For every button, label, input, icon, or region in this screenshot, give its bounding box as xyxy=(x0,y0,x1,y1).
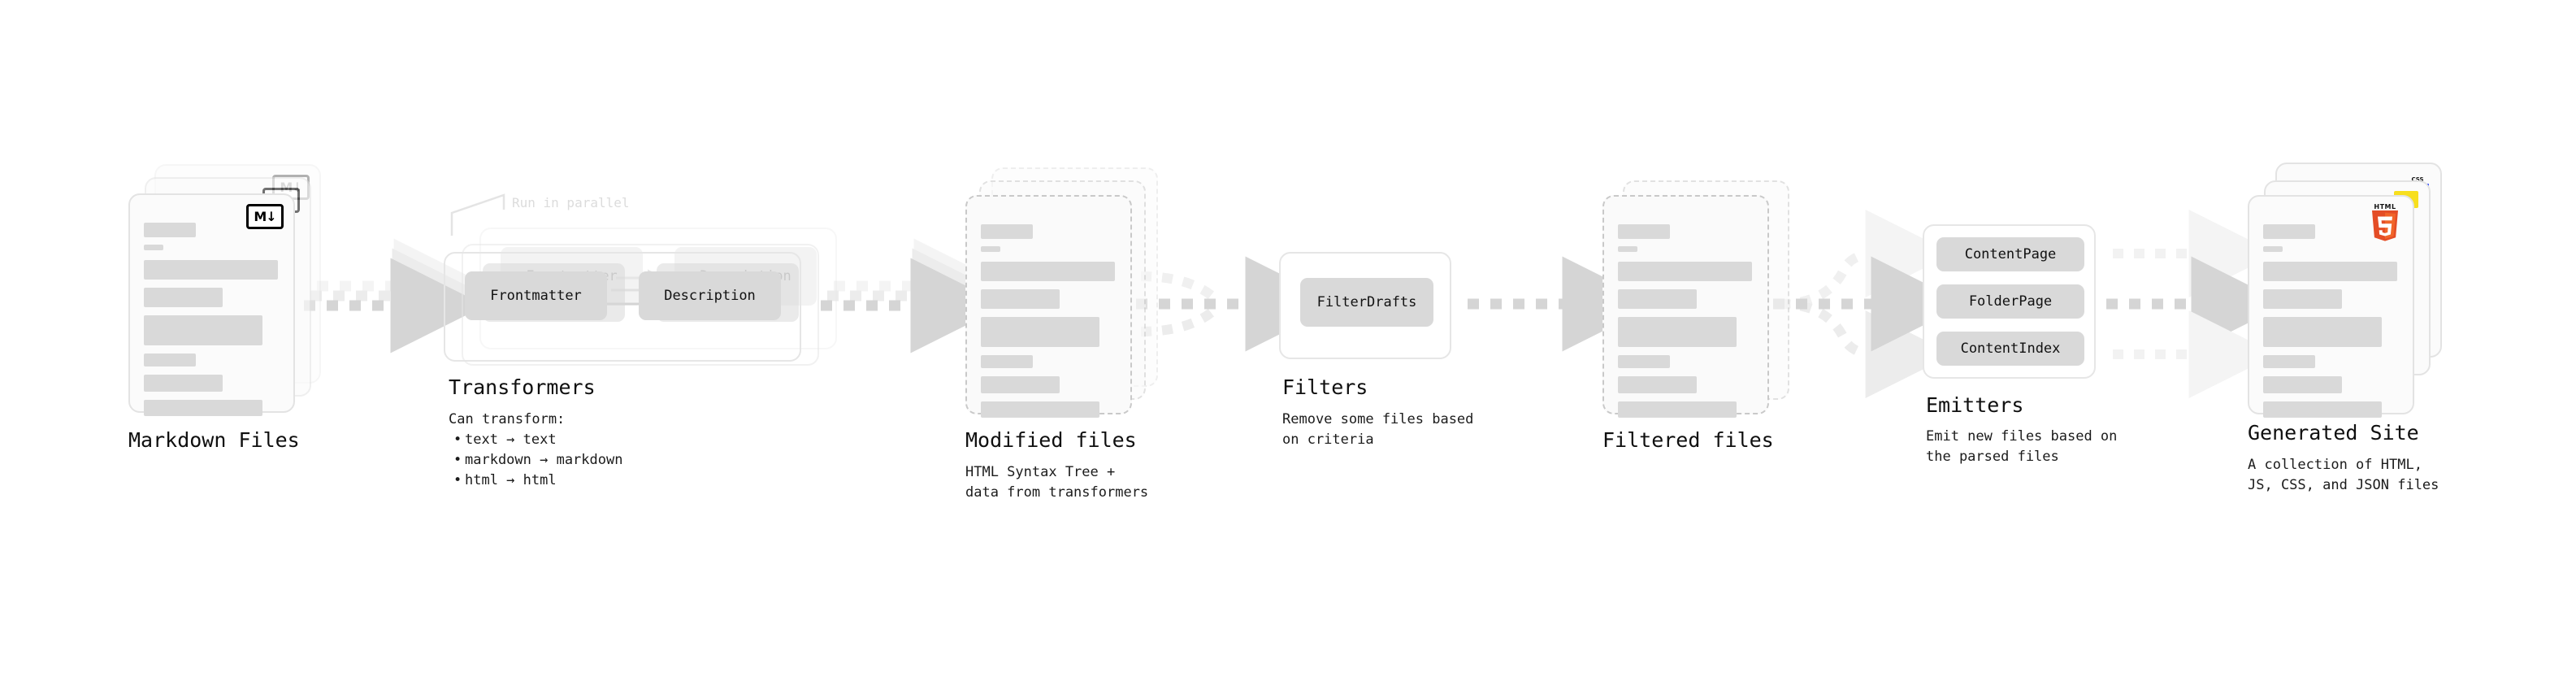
transform-list: text → text markdown → markdown html → h… xyxy=(449,430,774,491)
skeleton-lines xyxy=(1618,224,1754,425)
skeleton-lines xyxy=(144,223,280,423)
stage-subtitle: Remove some files based on criteria xyxy=(1282,411,1474,448)
caption-modified-files: Modified files HTML Syntax Tree + data f… xyxy=(965,428,1242,503)
caption-generated-site: Generated Site A collection of HTML, JS,… xyxy=(2248,421,2556,496)
run-in-parallel-label: Run in parallel xyxy=(512,195,630,210)
arrow-emitters-to-site xyxy=(2106,210,2287,398)
modified-card-front xyxy=(965,195,1132,418)
markdown-card-front: M↓ xyxy=(128,193,295,416)
chip-frontmatter[interactable]: Frontmatter xyxy=(465,271,607,320)
skeleton-lines xyxy=(2263,224,2400,425)
stage-title: Modified files xyxy=(965,428,1137,452)
stage-title: Generated Site xyxy=(2248,421,2419,445)
arrow-filtered-to-emitters xyxy=(1773,210,1967,398)
caption-filters: Filters Remove some files based on crite… xyxy=(1282,375,1559,450)
stage-title: Filtered files xyxy=(1602,428,1774,452)
caption-markdown-files: Markdown Files xyxy=(128,428,397,452)
caption-transformers: Transformers Can transform: text → text … xyxy=(449,375,774,491)
list-item: markdown → markdown xyxy=(449,450,774,471)
stage-title: Markdown Files xyxy=(128,428,300,452)
chip-contentindex[interactable]: ContentIndex xyxy=(1936,332,2084,366)
filters-box: FilterDrafts xyxy=(1279,252,1451,359)
stage-title: Transformers xyxy=(449,375,596,399)
chip-folderpage[interactable]: FolderPage xyxy=(1936,284,2084,319)
emitters-box: ContentPage FolderPage ContentIndex xyxy=(1923,224,2096,379)
caption-filtered-files: Filtered files xyxy=(1602,428,1879,452)
list-item: text → text xyxy=(449,430,774,450)
caption-emitters: Emitters Emit new files based on the par… xyxy=(1926,393,2218,467)
stage-title: Emitters xyxy=(1926,393,2024,417)
list-item: html → html xyxy=(449,471,774,491)
stage-subtitle: Can transform: xyxy=(449,411,566,427)
filtered-card-front xyxy=(1602,195,1769,418)
stage-title: Filters xyxy=(1282,375,1368,399)
skeleton-lines xyxy=(981,224,1117,425)
chip-description[interactable]: Description xyxy=(639,271,781,320)
stage-subtitle: HTML Syntax Tree + data from transformer… xyxy=(965,464,1149,501)
stage-subtitle: Emit new files based on the parsed files xyxy=(1926,428,2118,465)
html5-icon: HTML xyxy=(2367,203,2403,244)
stage-subtitle: A collection of HTML, JS, CSS, and JSON … xyxy=(2248,457,2439,493)
chip-filterdrafts[interactable]: FilterDrafts xyxy=(1300,278,1433,327)
chip-contentpage[interactable]: ContentPage xyxy=(1936,237,2084,271)
markdown-icon: M↓ xyxy=(246,204,284,229)
site-card-front-html: HTML xyxy=(2248,195,2414,418)
transformer-box-front: Frontmatter Description xyxy=(444,252,801,362)
